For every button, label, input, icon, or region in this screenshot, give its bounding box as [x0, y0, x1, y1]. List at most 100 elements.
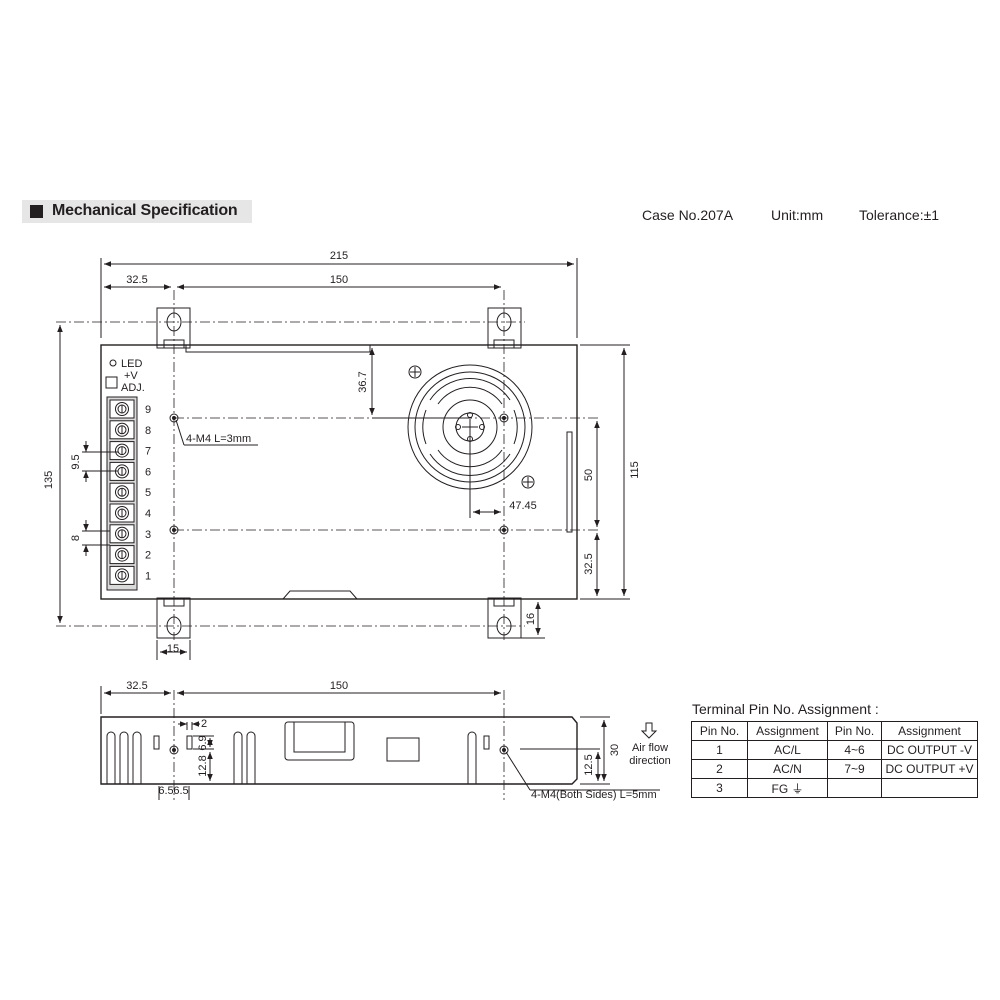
- terminal-screw-icon: [109, 565, 135, 585]
- cell: DC OUTPUT +V: [881, 759, 978, 779]
- dim-pin-gap: 8: [70, 535, 82, 541]
- led-indicator-icon: [109, 359, 117, 367]
- v-plus-label: +V: [124, 370, 138, 382]
- side-dim-spacing-a: 6.5: [158, 785, 173, 797]
- cell: 1: [691, 740, 748, 760]
- dim-hole-vertical: 50: [583, 469, 595, 481]
- terminal-screw-icon: [109, 420, 135, 440]
- cell: [881, 778, 978, 798]
- table-header-row: Pin No. Assignment Pin No. Assignment: [691, 721, 978, 741]
- dim-pin-pitch: 9.5: [70, 454, 82, 469]
- side-view: [100, 686, 660, 800]
- dim-fan-center-x: 47.45: [509, 500, 537, 512]
- cell: 4~6: [827, 740, 882, 760]
- col-assignment-2: Assignment: [881, 721, 978, 741]
- dim-hole-bottom: 32.5: [583, 553, 595, 574]
- mount-tab-bottom-left: [156, 597, 191, 639]
- dim-tab-left: 15: [167, 643, 179, 655]
- table-row: 3 FG ⏚: [691, 778, 978, 798]
- side-dim-slot-w: 2: [201, 718, 207, 730]
- pin-table-title: Terminal Pin No. Assignment :: [692, 701, 879, 717]
- air-flow-label-1: Air flow: [632, 742, 668, 754]
- side-handle-window: [284, 721, 355, 761]
- terminal-number: 4: [145, 508, 151, 520]
- adj-label: ADJ.: [121, 382, 145, 394]
- cell: [827, 778, 882, 798]
- m4-hole: [169, 525, 179, 535]
- cell: 2: [691, 759, 748, 779]
- side-dim-slot-y: 12.8: [197, 755, 209, 776]
- m4-hole: [499, 413, 509, 423]
- fan-screw-icon: [408, 365, 422, 379]
- terminal-screw-icon: [109, 503, 135, 523]
- terminal-number: 2: [145, 550, 151, 562]
- terminal-number: 5: [145, 487, 151, 499]
- terminal-block: [106, 396, 138, 591]
- dim-body-height: 115: [629, 461, 641, 479]
- col-pin-no: Pin No.: [691, 721, 748, 741]
- tolerance-label: Tolerance:±1: [859, 207, 940, 223]
- vent-slot: [119, 731, 129, 784]
- side-dim-height: 30: [609, 744, 621, 756]
- air-flow-label-2: direction: [629, 755, 671, 767]
- side-dim-hole-span: 150: [330, 680, 348, 692]
- terminal-number: 6: [145, 466, 151, 478]
- side-body-outline: [100, 716, 578, 785]
- mount-tab-bottom-right: [487, 597, 522, 639]
- cell: AC/N: [747, 759, 828, 779]
- dim-fan-center-y: 36.7: [357, 371, 369, 392]
- dim-overall-width: 215: [330, 250, 348, 262]
- side-dim-left-offset: 32.5: [126, 680, 147, 692]
- terminal-screw-icon: [109, 441, 135, 461]
- terminal-screw-icon: [109, 482, 135, 502]
- terminal-screw-icon: [109, 399, 135, 419]
- cell: 7~9: [827, 759, 882, 779]
- dim-overall-height: 135: [43, 471, 55, 489]
- terminal-number: 7: [145, 446, 151, 458]
- air-flow-arrow-icon: [640, 722, 658, 739]
- dim-tab-bottom: 16: [525, 613, 537, 625]
- psu-body-outline: [100, 344, 578, 600]
- section-header: Mechanical Specification: [22, 200, 252, 223]
- cell: FG ⏚: [747, 778, 828, 798]
- terminal-number: 8: [145, 425, 151, 437]
- side-label-window: [386, 737, 420, 762]
- case-number: Case No.207A: [642, 207, 734, 223]
- cell: 3: [691, 778, 748, 798]
- m4-hole: [499, 525, 509, 535]
- top-view: [56, 258, 630, 660]
- cell: AC/L: [747, 740, 828, 760]
- cell: DC OUTPUT -V: [881, 740, 978, 760]
- terminal-screw-icon: [109, 545, 135, 565]
- led-label: LED: [121, 358, 142, 370]
- side-mount-note: 4-M4(Both Sides) L=5mm: [531, 789, 657, 801]
- col-pin-no-2: Pin No.: [827, 721, 882, 741]
- terminal-number: 3: [145, 529, 151, 541]
- pin-assignment-table: Pin No. Assignment Pin No. Assignment 1 …: [691, 721, 978, 798]
- adj-potentiometer-icon: [105, 376, 118, 389]
- terminal-number: 1: [145, 570, 151, 582]
- vent-slot: [246, 731, 256, 784]
- bullet-square-icon: [30, 205, 43, 218]
- vent-slot: [106, 731, 116, 784]
- mount-tab-top-right: [487, 307, 522, 349]
- side-dim-slot-h: 6.9: [197, 735, 209, 750]
- dim-hole-span: 150: [330, 274, 348, 286]
- dim-left-offset: 32.5: [126, 274, 147, 286]
- terminal-screw-icon: [109, 524, 135, 544]
- fan-screw-icon: [521, 475, 535, 489]
- table-row: 1 AC/L 4~6 DC OUTPUT -V: [691, 740, 978, 760]
- vent-slot: [467, 731, 477, 784]
- table-row: 2 AC/N 7~9 DC OUTPUT +V: [691, 759, 978, 779]
- col-assignment: Assignment: [747, 721, 828, 741]
- vent-slot: [132, 731, 142, 784]
- unit-label: Unit:mm: [771, 207, 824, 223]
- m4-hole: [169, 413, 179, 423]
- mount-tab-top-left: [156, 307, 191, 349]
- terminal-number: 9: [145, 404, 151, 416]
- side-dim-hole-height: 12.5: [583, 754, 595, 775]
- section-title: Mechanical Specification: [52, 202, 238, 219]
- mount-note-top: 4-M4 L=3mm: [186, 433, 251, 445]
